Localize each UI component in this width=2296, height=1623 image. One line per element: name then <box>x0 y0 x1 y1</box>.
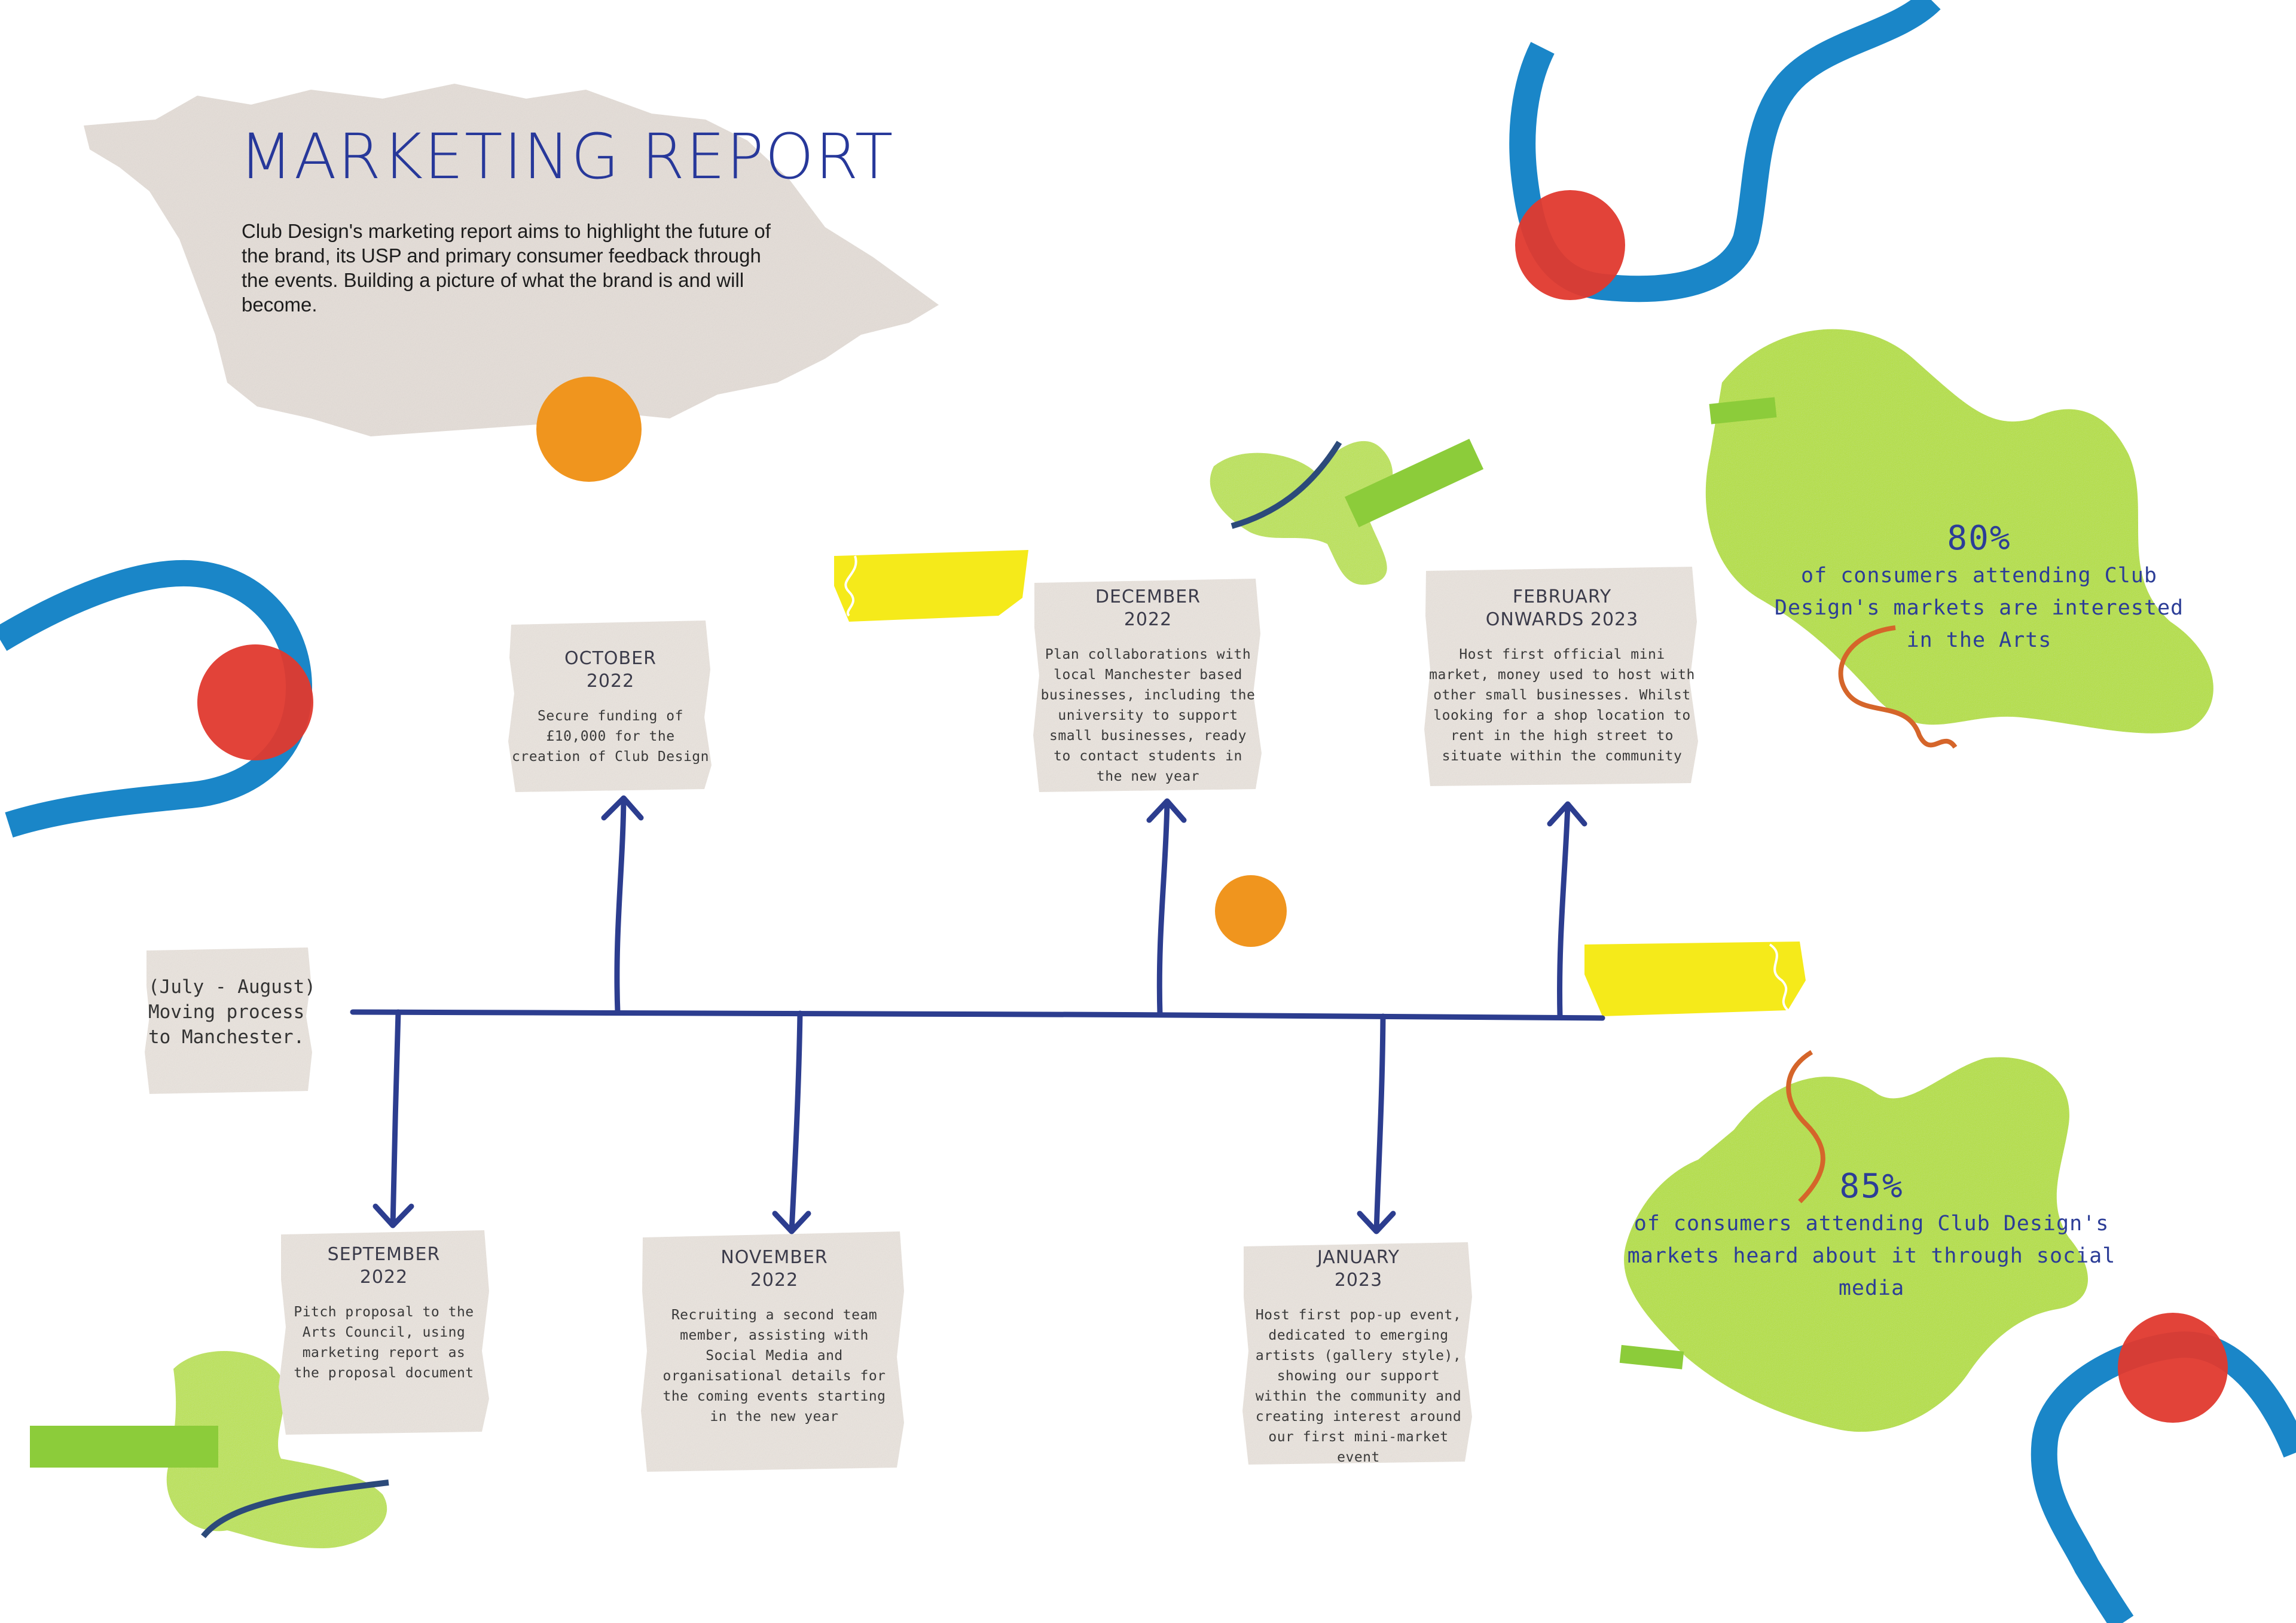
lime-piece-bottom <box>166 1351 387 1548</box>
orange-squiggle-top <box>1838 625 1958 749</box>
green-strip-blob-top <box>1709 397 1777 424</box>
card-november: NOVEMBER 2022 Recruiting a second team m… <box>655 1246 894 1427</box>
yellow-stroke-top <box>834 550 1028 622</box>
lime-blob-top <box>1705 329 2213 733</box>
stat-social-media: 85% of consumers attending Club Design's… <box>1620 1166 2123 1304</box>
red-dot-left <box>197 644 313 760</box>
start-note: (July - August) Moving process to Manche… <box>148 976 316 1048</box>
red-dot-top-right <box>1515 190 1625 300</box>
card-november-bg <box>641 1231 904 1472</box>
card-september: SEPTEMBER 2022 Pitch proposal to the Art… <box>286 1243 482 1383</box>
arrow-february <box>1547 801 1587 1019</box>
orange-squiggle-bottom <box>1786 1050 1825 1203</box>
arrow-october <box>601 795 644 1015</box>
card-october-body: Secure funding of £10,000 for the creati… <box>512 708 709 765</box>
card-september-body: Pitch proposal to the Arts Council, usin… <box>294 1304 474 1381</box>
orange-dot-mid <box>1215 875 1287 947</box>
card-february-heading: FEBRUARY ONWARDS 2023 <box>1485 586 1639 630</box>
stat-arts-interest: 80% of consumers attending Club Design's… <box>1770 518 2188 656</box>
card-december-heading: DECEMBER 2022 <box>1095 586 1201 630</box>
stat-arts-interest-value: 80% <box>1947 519 2011 558</box>
arrow-january <box>1357 1013 1396 1234</box>
stat-social-media-value: 85% <box>1839 1167 1904 1206</box>
card-january-bg <box>1242 1242 1472 1465</box>
card-february-bg <box>1424 567 1698 786</box>
card-december-body: Plan collaborations with local Mancheste… <box>1040 647 1256 784</box>
card-october-heading: OCTOBER 2022 <box>564 648 657 692</box>
navy-line-bottom <box>201 1480 389 1539</box>
yellow-stroke-bottom <box>1584 942 1806 1016</box>
card-january-heading: JANUARY 2023 <box>1317 1247 1400 1291</box>
stat-arts-interest-text: of consumers attending Club Design's mar… <box>1774 564 2184 652</box>
green-strip-bottom <box>30 1426 218 1468</box>
green-strip-top <box>1344 439 1484 527</box>
timeline-axis <box>350 1009 1605 1021</box>
yellow-squiggle-bottom <box>1769 943 1789 1011</box>
card-september-heading: SEPTEMBER 2022 <box>327 1244 441 1288</box>
card-february: FEBRUARY ONWARDS 2023 Host first officia… <box>1426 586 1698 766</box>
card-february-body: Host first official mini market, money u… <box>1429 647 1695 764</box>
card-november-heading: NOVEMBER 2022 <box>720 1247 828 1291</box>
card-january-body: Host first pop-up event, dedicated to em… <box>1255 1307 1462 1465</box>
navy-line-top <box>1231 441 1342 529</box>
card-december-bg <box>1033 579 1262 792</box>
red-dot-bottom-right <box>2118 1313 2228 1423</box>
blue-ribbon-bottom-right <box>2031 1331 2296 1623</box>
report-title: MARKETING REPORT <box>239 120 894 193</box>
start-note-card <box>145 947 312 1094</box>
arrow-november <box>772 1010 811 1234</box>
card-october-bg <box>508 621 712 792</box>
green-strip-blob-bottom <box>1619 1344 1684 1370</box>
arrow-december <box>1146 798 1187 1017</box>
report-intro: Club Design's marketing report aims to h… <box>242 220 771 316</box>
card-october: OCTOBER 2022 Secure funding of £10,000 f… <box>509 647 712 767</box>
arrow-september <box>373 1009 414 1228</box>
card-december: DECEMBER 2022 Plan collaborations with l… <box>1037 586 1259 787</box>
header-torn-paper <box>84 84 939 436</box>
card-september-bg <box>279 1230 489 1435</box>
card-november-body: Recruiting a second team member, assisti… <box>662 1307 886 1425</box>
lime-blob-bottom <box>1624 1057 2089 1432</box>
lime-piece-top <box>1210 441 1393 585</box>
orange-dot-top <box>536 377 642 482</box>
stat-social-media-text: of consumers attending Club Design's mar… <box>1627 1212 2116 1300</box>
card-january: JANUARY 2023 Host first pop-up event, de… <box>1248 1246 1468 1468</box>
yellow-squiggle-top <box>844 555 857 617</box>
blue-ribbon-top-right <box>1509 0 1941 302</box>
